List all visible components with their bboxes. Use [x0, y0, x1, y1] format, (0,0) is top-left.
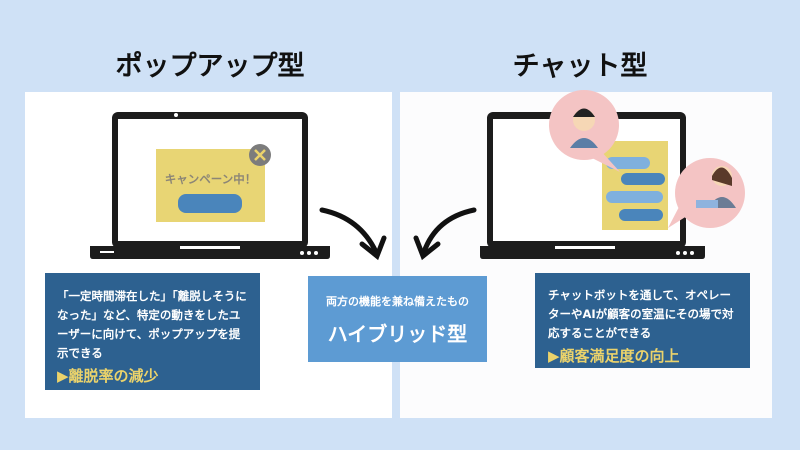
popup-type-title: ポップアップ型: [115, 51, 305, 82]
popup-description: 「一定時間滞在した」「離脱しそうになった」など、特定の動きをしたユーザーに向けて…: [57, 289, 247, 360]
chat-type-title: チャット型: [512, 51, 648, 82]
popup-button: [178, 194, 242, 213]
close-icon: [249, 144, 271, 166]
hybrid-subtitle: 両方の機能を兼ね備えたもの: [326, 295, 469, 308]
arrow-right-down-icon: [319, 207, 387, 261]
popup-text: キャンペーン中！: [164, 172, 257, 186]
operator-bubble-icon: [668, 158, 745, 228]
popup-description-box: 「一定時間滞在した」「離脱しそうになった」など、特定の動きをしたユーザーに向けて…: [45, 273, 260, 390]
arrow-left-down-icon: [413, 207, 477, 261]
chat-description-box: チャットボットを通して、オペレーターやAIが顧客の室温にその場で対応することがで…: [535, 273, 750, 368]
hybrid-title: ハイブリッド型: [327, 322, 468, 346]
hybrid-box: 両方の機能を兼ね備えたもの ハイブリッド型: [308, 276, 487, 362]
chat-description: チャットボットを通して、オペレーターやAIが顧客の室温にその場で対応することがで…: [548, 288, 734, 340]
chat-window: [602, 141, 668, 230]
popup-window: [156, 149, 265, 222]
popup-result: ▶離脱率の減少: [57, 367, 159, 385]
customer-bubble-icon: [549, 90, 620, 172]
chat-result: ▶顧客満足度の向上: [548, 347, 680, 365]
